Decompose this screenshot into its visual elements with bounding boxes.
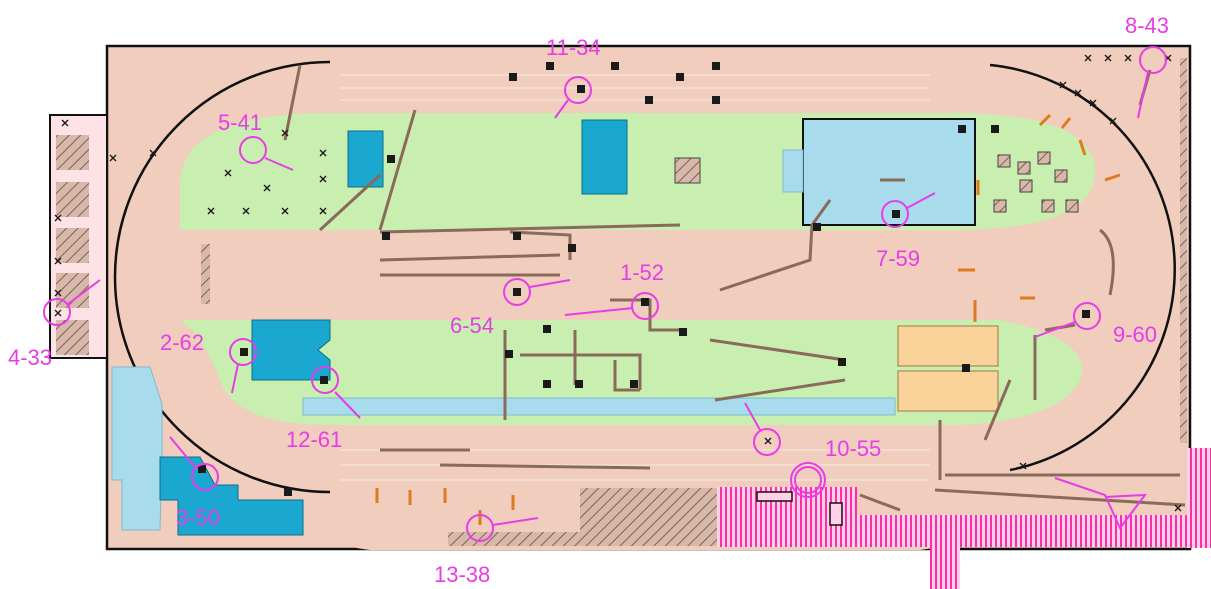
sand-box-bottom: [897, 370, 999, 412]
control-label-7-59: 7-59: [876, 246, 920, 271]
hatched-tiles: [993, 151, 1079, 213]
building-b: [581, 119, 628, 195]
hatched-square: [674, 157, 701, 184]
left-annex-boxes: [56, 135, 89, 355]
control-label-1-52: 1-52: [620, 260, 664, 285]
bottom-block: [829, 502, 843, 526]
control-label-4-33: 4-33: [8, 345, 52, 370]
right-wall-hatched: [1180, 58, 1187, 443]
control-label-2-62: 2-62: [160, 330, 204, 355]
building-c: [251, 319, 331, 381]
infield-mid-strip: [180, 230, 1100, 320]
orange-markers: [375, 113, 1121, 525]
magenta-zone-corridor: [930, 547, 960, 589]
hatched-bottom-step: [448, 532, 580, 546]
sand-box-top: [897, 325, 999, 367]
x-markers: [54, 54, 1182, 512]
control-label-3-50: 3-50: [176, 505, 220, 530]
control-label-11-34: 11-34: [546, 35, 601, 60]
bottom-bench: [756, 491, 793, 502]
control-circles: [43, 46, 1167, 542]
bottom-left-blue-area: [111, 366, 163, 531]
track-curb-right: [989, 63, 1176, 472]
magenta-zone-right: [857, 515, 1187, 547]
square-markers: [198, 62, 1090, 496]
long-water-strip: [302, 397, 896, 416]
control-label-12-61: 12-61: [286, 427, 342, 452]
control-label-9-60: 9-60: [1113, 322, 1157, 347]
hatched-pole: [201, 244, 210, 304]
control-label-13-38: 13-38: [434, 562, 490, 587]
control-label-10-55: 10-55: [825, 436, 881, 461]
control-labels: 1-52 2-62 3-50 4-33 5-41 6-54 7-59 8-43 …: [8, 13, 1169, 587]
light-blue-annex: [782, 149, 804, 193]
building-d: [159, 456, 304, 536]
magenta-zone-corner: [1187, 448, 1211, 548]
control-label-6-54: 6-54: [450, 313, 494, 338]
hatched-bottom-platform: [580, 488, 717, 546]
track-curb: [113, 60, 331, 494]
control-label-8-43: 8-43: [1125, 13, 1169, 38]
large-light-blue-building: [802, 118, 976, 226]
control-label-5-41: 5-41: [218, 110, 262, 135]
